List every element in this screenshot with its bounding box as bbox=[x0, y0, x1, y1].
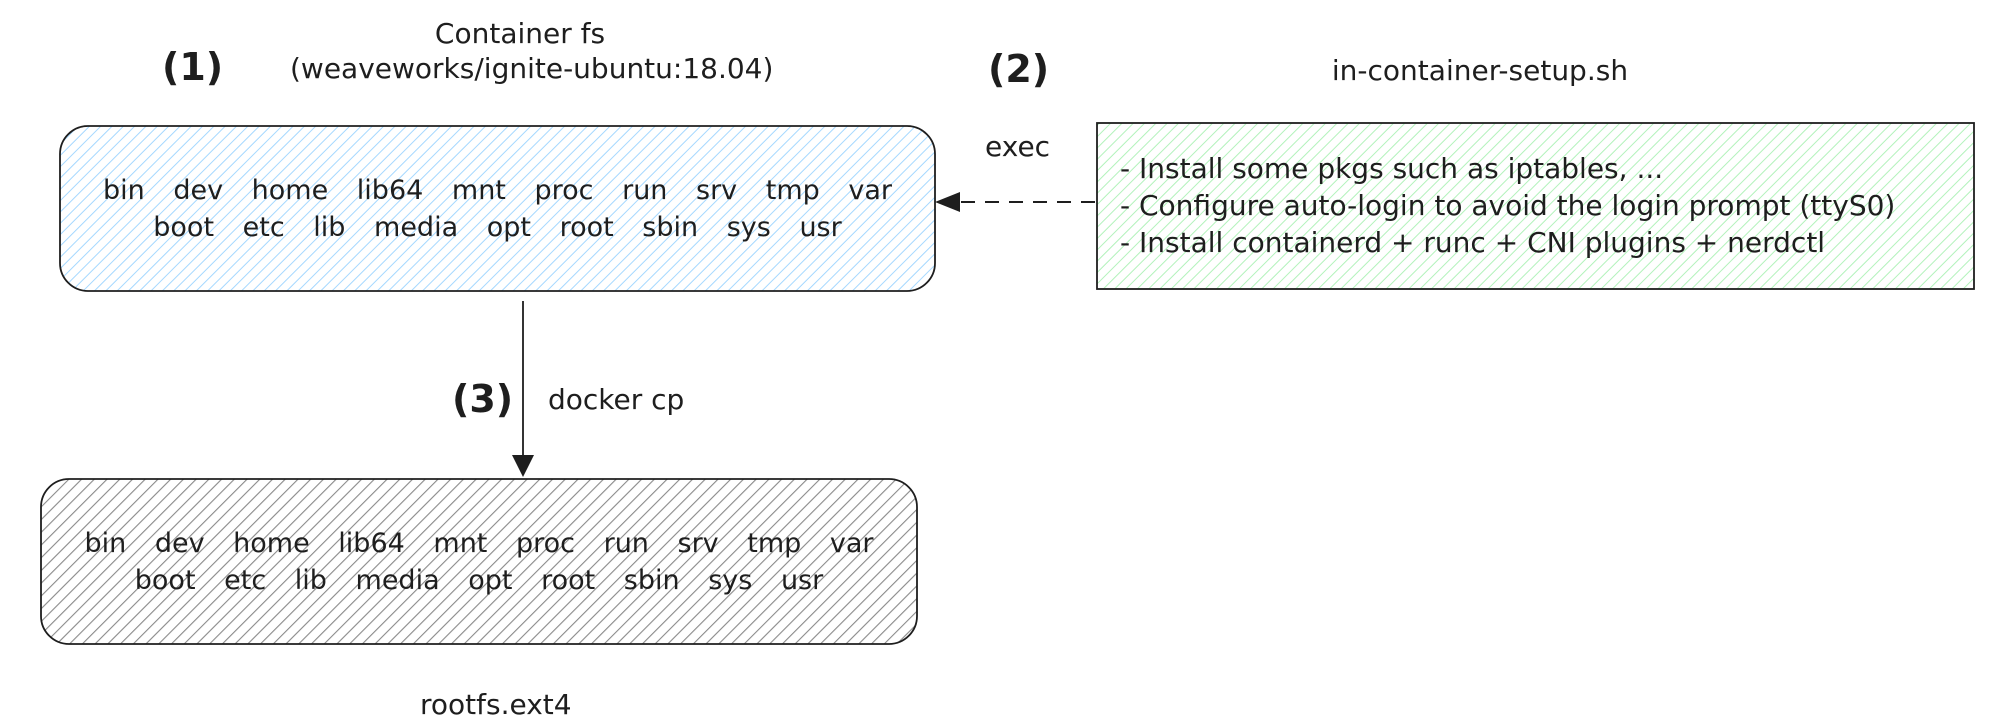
container-fs-dir: var bbox=[848, 175, 893, 206]
rootfs-dir: media bbox=[355, 565, 440, 596]
exec-arrow-head bbox=[935, 192, 960, 212]
container-fs-dir: tmp bbox=[765, 175, 820, 206]
container-fs-dir: lib bbox=[313, 212, 346, 243]
setup-script-step-number: (2) bbox=[988, 47, 1050, 91]
container-fs-dir: boot bbox=[153, 212, 215, 243]
rootfs-dir: tmp bbox=[747, 528, 802, 559]
rootfs-dir: lib64 bbox=[338, 528, 405, 559]
container-fs-dir: media bbox=[374, 212, 459, 243]
container-fs-dir: dev bbox=[173, 175, 224, 206]
rootfs-dir: root bbox=[541, 565, 596, 596]
rootfs-label: rootfs.ext4 bbox=[420, 688, 572, 721]
container-fs-dir: usr bbox=[799, 212, 842, 243]
container-fs-row-1: bin dev home lib64 mnt proc run srv tmp … bbox=[60, 172, 935, 209]
rootfs-dir: var bbox=[829, 528, 874, 559]
rootfs-dir: dev bbox=[154, 528, 205, 559]
setup-script-title: in-container-setup.sh bbox=[1331, 54, 1629, 87]
setup-script-box bbox=[1096, 122, 1975, 290]
rootfs-dir: sbin bbox=[623, 565, 680, 596]
container-fs-dir: etc bbox=[242, 212, 285, 243]
container-fs-dir: mnt bbox=[451, 175, 506, 206]
container-fs-dir: lib64 bbox=[356, 175, 424, 206]
rootfs-dir: proc bbox=[515, 528, 575, 559]
rootfs-row-1: bin dev home lib64 mnt proc run srv tmp … bbox=[41, 525, 917, 562]
rootfs-dir: run bbox=[603, 528, 649, 559]
container-fs-title: Container fs bbox=[434, 17, 606, 50]
container-fs-dir: sys bbox=[726, 212, 771, 243]
container-fs-dir: srv bbox=[696, 175, 738, 206]
copy-step-number: (3) bbox=[452, 377, 514, 421]
container-fs-step-number: (1) bbox=[162, 45, 224, 89]
rootfs-dir: mnt bbox=[433, 528, 488, 559]
container-fs-dir-list: bin dev home lib64 mnt proc run srv tmp … bbox=[60, 172, 935, 246]
container-fs-dir: bin bbox=[102, 175, 145, 206]
copy-arrow-label: docker cp bbox=[548, 383, 685, 416]
copy-arrow-head bbox=[512, 455, 534, 477]
rootfs-dir: home bbox=[233, 528, 310, 559]
container-fs-dir: root bbox=[559, 212, 614, 243]
container-fs-box bbox=[59, 125, 936, 292]
rootfs-dir-list: bin dev home lib64 mnt proc run srv tmp … bbox=[41, 525, 917, 599]
rootfs-dir: lib bbox=[294, 565, 327, 596]
container-fs-dir: proc bbox=[534, 175, 594, 206]
rootfs-dir: usr bbox=[780, 565, 824, 596]
rootfs-dir: etc bbox=[224, 565, 267, 596]
rootfs-box bbox=[40, 478, 918, 645]
rootfs-dir: boot bbox=[134, 565, 196, 596]
setup-script-item: - Install some pkgs such as iptables, ..… bbox=[1120, 152, 1664, 185]
rootfs-row-2: boot etc lib media opt root sbin sys usr bbox=[41, 562, 917, 599]
setup-script-item: - Configure auto-login to avoid the logi… bbox=[1120, 189, 1896, 222]
exec-arrow-label: exec bbox=[985, 130, 1051, 163]
container-fs-dir: sbin bbox=[642, 212, 699, 243]
setup-script-list: - Install some pkgs such as iptables, ..… bbox=[1120, 150, 1895, 261]
rootfs-dir: srv bbox=[677, 528, 719, 559]
container-fs-dir: home bbox=[251, 175, 329, 206]
container-fs-image: (weaveworks/ignite-ubuntu:18.04) bbox=[290, 52, 774, 85]
rootfs-dir: sys bbox=[708, 565, 753, 596]
container-fs-dir: run bbox=[622, 175, 668, 206]
container-fs-row-2: boot etc lib media opt root sbin sys usr bbox=[60, 209, 935, 246]
rootfs-dir: bin bbox=[84, 528, 127, 559]
setup-script-item: - Install containerd + runc + CNI plugin… bbox=[1120, 226, 1826, 259]
rootfs-dir: opt bbox=[468, 565, 513, 596]
container-fs-dir: opt bbox=[486, 212, 531, 243]
